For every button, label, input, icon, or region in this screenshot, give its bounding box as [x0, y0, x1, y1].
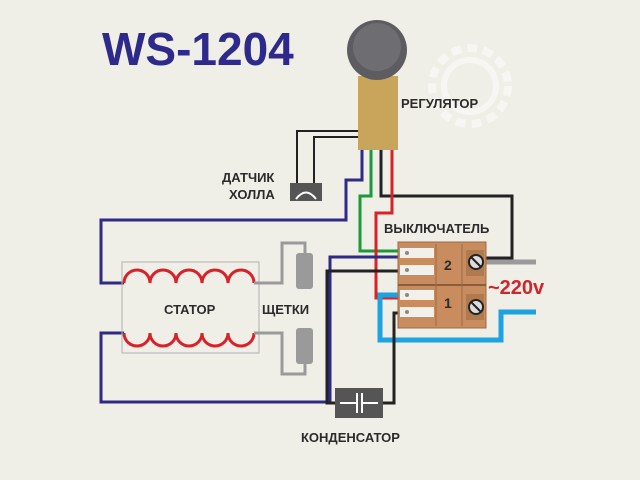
stator-coil-top — [122, 268, 256, 284]
hall-sensor-label-line2: ХОЛЛА — [229, 187, 275, 202]
switch-section-2-label: 2 — [444, 257, 452, 273]
brush-top — [296, 253, 313, 289]
model-title: WS-1204 — [102, 23, 294, 75]
hall-wire-inner — [313, 136, 358, 184]
black-wire-regulator — [379, 150, 514, 260]
switch-section-1-label: 1 — [444, 295, 452, 311]
blue-mains-wire — [377, 292, 536, 343]
brushes-label: ЩЕТКИ — [262, 302, 310, 317]
hall-sensor — [290, 183, 322, 201]
switch-label: ВЫКЛЮЧАТЕЛЬ — [384, 221, 490, 236]
hall-wire-outer — [296, 130, 358, 184]
brush-wire-bottom — [254, 331, 307, 376]
voltage-label: ~220v — [488, 277, 545, 299]
brush-wire-top — [254, 241, 307, 285]
black-wire-capacitor-right — [382, 311, 400, 405]
stator-coil-bottom — [122, 332, 256, 348]
switch-terminal — [400, 307, 434, 317]
capacitor — [335, 388, 383, 418]
switch-terminal — [400, 265, 434, 275]
hall-sensor-label-line1: ДАТЧИК — [222, 170, 275, 185]
screw-terminal-1 — [468, 299, 484, 315]
navy-wire-motor — [99, 255, 400, 404]
stator-label: СТАТОР — [164, 302, 216, 317]
red-wire — [374, 150, 400, 300]
gear-logo-watermark — [428, 44, 512, 128]
green-wire — [358, 150, 400, 253]
regulator-knob-face — [353, 23, 401, 71]
switch-terminal — [400, 290, 434, 300]
navy-wire-regulator — [99, 150, 364, 285]
brush-bottom — [296, 328, 313, 364]
black-wire-capacitor-left — [325, 269, 400, 405]
screw-terminal-2 — [468, 254, 484, 270]
stator-frame — [121, 261, 260, 354]
capacitor-label: КОНДЕНСАТОР — [301, 430, 400, 445]
regulator-label: РЕГУЛЯТОР — [401, 96, 479, 111]
regulator-body — [358, 76, 398, 150]
switch-terminal — [400, 248, 434, 258]
